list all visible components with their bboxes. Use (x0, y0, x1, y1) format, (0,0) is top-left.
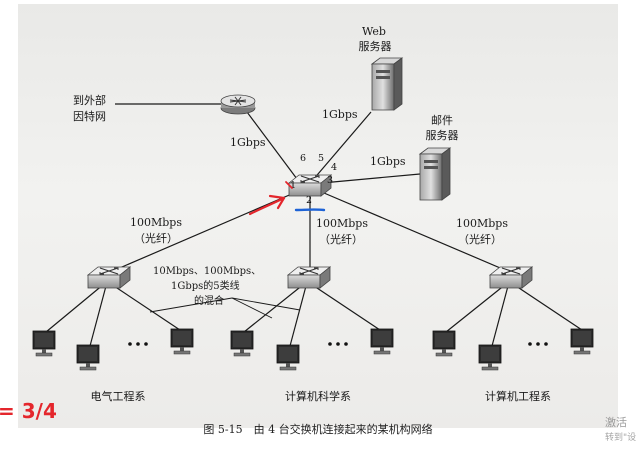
external-network-label: 因特网 (73, 109, 106, 123)
link-cs-pc (289, 285, 307, 347)
cable-mix-label: 10Mbps、100Mbps、 (153, 266, 261, 277)
cable-mix-label: 1Gbps的5类线 (171, 279, 240, 292)
watermark-text: 激活 (605, 415, 627, 429)
pc (570, 328, 594, 355)
department-label: 计算机工程系 (485, 389, 551, 403)
department-label: 计算机科学系 (285, 389, 351, 403)
link-core-ce (323, 192, 513, 274)
pc (170, 328, 194, 355)
port-label: 6 (300, 153, 306, 164)
ellipsis-dots (528, 342, 548, 346)
web-server-label: 服务器 (359, 40, 392, 53)
link-ce-pc (515, 285, 583, 331)
link-speed-label: 1Gbps (370, 155, 406, 168)
department-label: 电气工程系 (91, 389, 146, 403)
mail-server (418, 147, 452, 201)
web-server (370, 57, 404, 111)
link-medium-label: （光纤） (134, 231, 178, 245)
link-medium-label: （光纤） (458, 232, 502, 246)
watermark-text: 转到"设 (605, 431, 636, 443)
cable-mix-label: 的混合 (194, 294, 224, 307)
link-speed-label: 100Mbps (130, 216, 182, 229)
port-label: 1 (290, 180, 296, 191)
port-label: 5 (318, 153, 324, 164)
mail-server-label: 邮件 (431, 114, 453, 127)
port-label: 2 (306, 195, 312, 206)
red-pen-arrow (248, 194, 286, 216)
pc (32, 330, 56, 357)
ellipsis-dots (328, 342, 348, 346)
pointer-line (149, 297, 233, 313)
scanned-page (18, 4, 618, 428)
links (45, 103, 583, 347)
pc-group-cs (230, 328, 394, 371)
link-ce-pc (491, 285, 509, 347)
switch-cs (287, 266, 331, 289)
link-speed-label: 100Mbps (316, 217, 368, 230)
link-cs-pc (313, 285, 381, 331)
switch-ce (489, 266, 533, 289)
router (220, 94, 256, 115)
port-label: 4 (331, 162, 337, 173)
ellipsis-dots (128, 342, 148, 346)
pointer-line (231, 297, 301, 311)
link-ee-pc (89, 285, 107, 347)
pc (230, 330, 254, 357)
pc (76, 344, 100, 371)
pointer-line (231, 297, 273, 319)
cable-mix-pointers (149, 297, 301, 319)
link-core-router (243, 107, 301, 184)
link-medium-label: （光纤） (319, 232, 363, 246)
link-speed-label: 1Gbps (322, 108, 358, 121)
link-core-mail (321, 173, 421, 184)
port-label: 3 (327, 175, 333, 186)
link-core-web (311, 111, 372, 182)
switch-ee (87, 266, 131, 289)
web-server-label: Web (362, 25, 386, 38)
pc-group-ee (32, 328, 194, 371)
link-core-ee (107, 192, 295, 274)
pc (276, 344, 300, 371)
mail-server-label: 服务器 (426, 129, 459, 142)
external-network-label: 到外部 (73, 93, 106, 107)
link-speed-label: 100Mbps (456, 217, 508, 230)
link-ce-pc (445, 283, 507, 333)
red-pen-mark (285, 181, 293, 189)
figure-caption: 图 5-15 由 4 台交换机连接起来的某机构网络 (203, 422, 432, 436)
handwritten-annotation: = 3/4 (0, 399, 57, 423)
link-cs-pc (243, 283, 305, 333)
pc (478, 344, 502, 371)
link-ee-pc (45, 283, 105, 333)
pc (432, 330, 456, 357)
link-speed-label: 1Gbps (230, 136, 266, 149)
pc (370, 328, 394, 355)
link-ee-pc (113, 285, 181, 331)
pc-group-ce (432, 328, 594, 371)
